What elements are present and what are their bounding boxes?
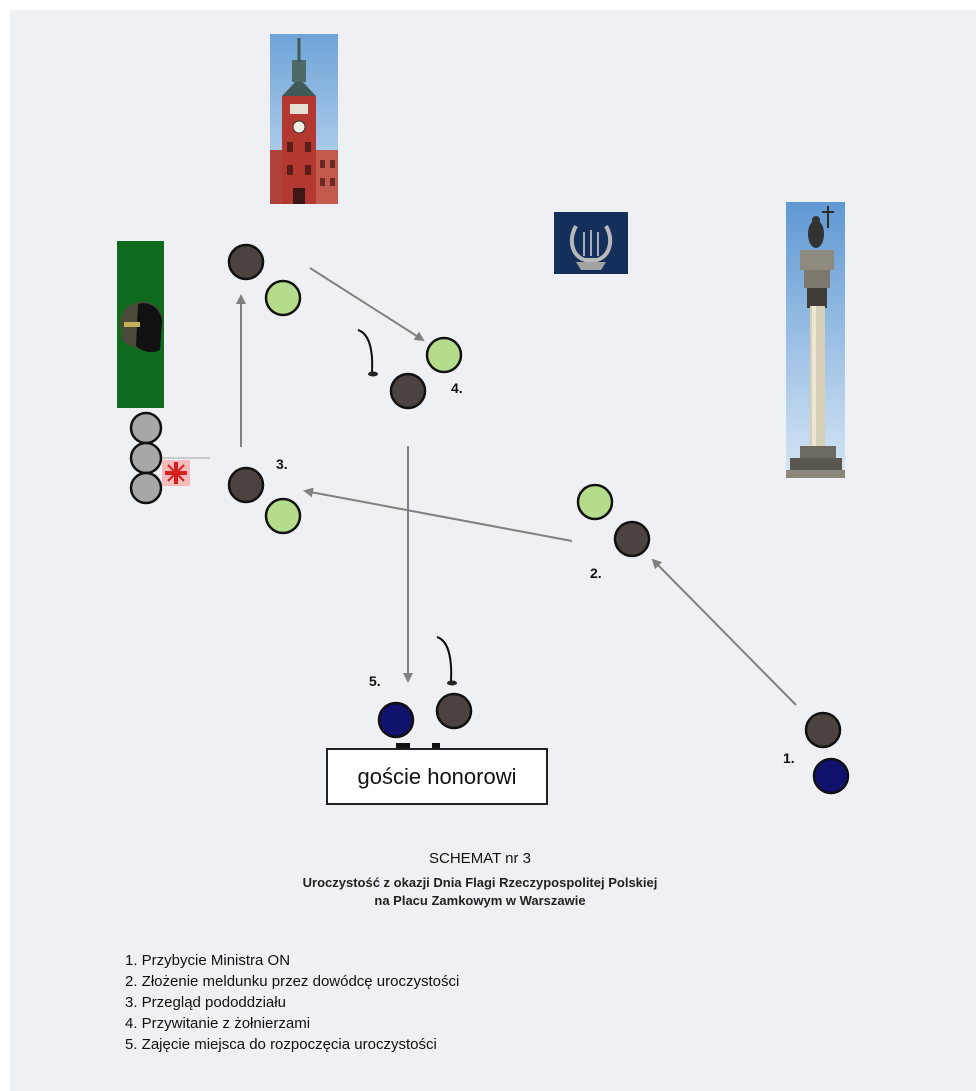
person-commander-step2 bbox=[613, 520, 651, 558]
route-arrow-to-4 bbox=[309, 267, 425, 342]
step-label-4: 4. bbox=[451, 380, 463, 396]
person-commander-top bbox=[227, 243, 265, 281]
person-commander-step4 bbox=[389, 372, 427, 410]
honored-guests-label: goście honorowi bbox=[357, 763, 517, 789]
person-color-guard bbox=[129, 411, 163, 445]
step-label-3: 3. bbox=[276, 456, 288, 472]
schema-subtitle-line2: na Placu Zamkowym w Warszawie bbox=[374, 893, 586, 908]
person-commander-step3 bbox=[227, 466, 265, 504]
person-officer-step2 bbox=[576, 483, 614, 521]
person-officer-step4 bbox=[425, 336, 463, 374]
person-commander-step5 bbox=[435, 692, 473, 730]
legend-item: 1. Przybycie Ministra ON bbox=[125, 952, 291, 969]
guest-box-mark bbox=[432, 743, 440, 748]
microphone-icon bbox=[436, 636, 457, 686]
steps-legend: 1. Przybycie Ministra ON 2. Złożenie mel… bbox=[125, 950, 459, 1055]
legend-item: 4. Przywitanie z żołnierzami bbox=[125, 1015, 311, 1032]
person-officer-top bbox=[264, 279, 302, 317]
person-minister-step1 bbox=[812, 757, 850, 795]
microphone-icon bbox=[357, 329, 378, 377]
step-label-5: 5. bbox=[369, 673, 381, 689]
step-label-2: 2. bbox=[590, 565, 602, 581]
military-flag-icon bbox=[160, 457, 210, 486]
route-arrow-2-to-3 bbox=[303, 487, 573, 542]
legend-item: 5. Zajęcie miejsca do rozpoczęcia uroczy… bbox=[125, 1036, 437, 1053]
guest-box-mark bbox=[396, 743, 410, 748]
person-officer-step3 bbox=[264, 497, 302, 535]
military-cap-on-green-panel-icon bbox=[117, 241, 164, 408]
honored-guests-box: goście honorowi bbox=[326, 748, 548, 805]
person-minister-step5 bbox=[377, 701, 415, 739]
schema-title: SCHEMAT nr 3 bbox=[429, 850, 531, 867]
royal-castle-tower-icon bbox=[270, 34, 338, 204]
person-color-guard bbox=[129, 471, 163, 505]
route-arrow-1-to-2 bbox=[651, 558, 797, 706]
person-color-guard bbox=[129, 441, 163, 475]
military-band-lyre-icon bbox=[554, 212, 628, 274]
schema-subtitle-line1: Uroczystość z okazji Dnia Flagi Rzeczypo… bbox=[302, 875, 658, 890]
page-background bbox=[10, 10, 976, 1091]
sigismund-column-icon bbox=[786, 202, 845, 478]
legend-item: 2. Złożenie meldunku przez dowódcę urocz… bbox=[125, 973, 460, 990]
person-commander-step1 bbox=[804, 711, 842, 749]
legend-item: 3. Przegląd pododdziału bbox=[125, 994, 286, 1011]
step-label-1: 1. bbox=[783, 750, 795, 766]
